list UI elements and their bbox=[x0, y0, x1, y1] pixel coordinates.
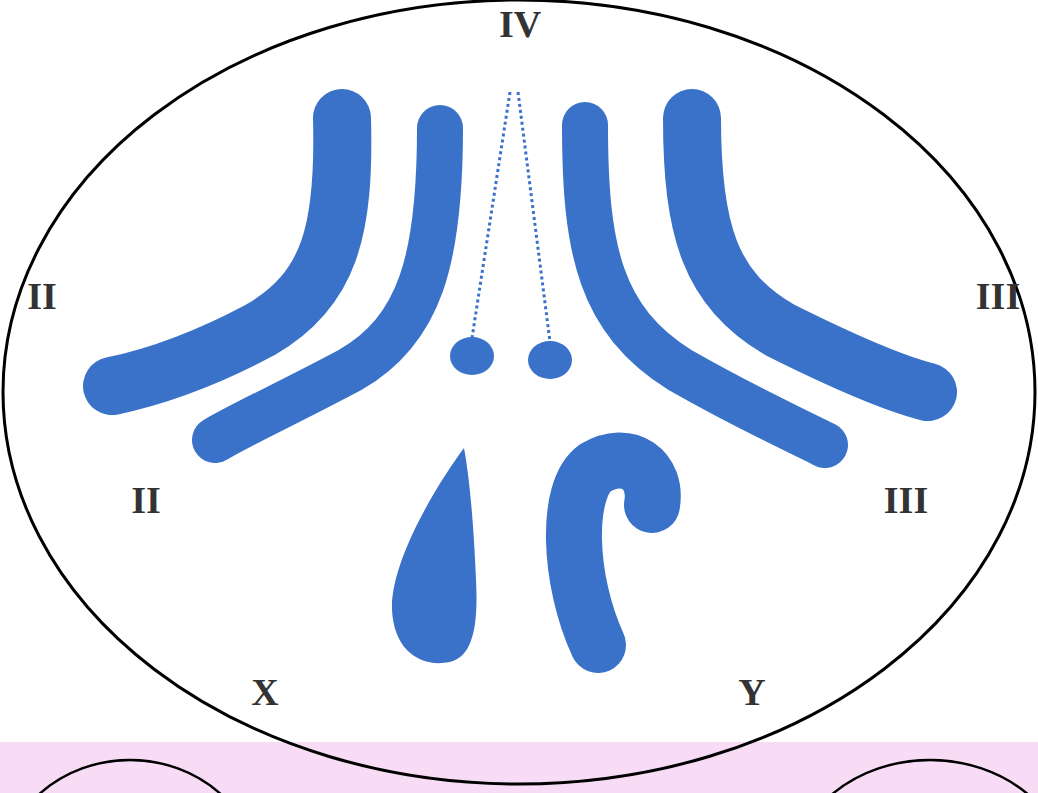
chromosome-label: X bbox=[251, 673, 278, 711]
chromosome-iii bbox=[692, 118, 928, 392]
chromosome-label: II bbox=[27, 277, 57, 315]
chromosome-ii bbox=[215, 128, 440, 440]
corner-circle bbox=[790, 760, 1038, 793]
chromosome-x bbox=[392, 448, 477, 663]
chromosome-label: III bbox=[884, 481, 928, 519]
chromosome-label: IV bbox=[499, 5, 541, 43]
spindle-fiber bbox=[472, 92, 510, 338]
cell-outline bbox=[3, 0, 1035, 784]
chromosome-iv bbox=[528, 341, 572, 379]
chromosome-label: Y bbox=[738, 673, 765, 711]
chromosome-label: III bbox=[976, 277, 1020, 315]
chromosome-ii bbox=[112, 118, 342, 386]
spindle-fiber bbox=[518, 92, 550, 342]
corner-circle bbox=[0, 760, 260, 793]
chromosome-label: II bbox=[131, 481, 161, 519]
chromosome-y bbox=[574, 460, 653, 645]
chromosome-iv bbox=[450, 337, 494, 375]
